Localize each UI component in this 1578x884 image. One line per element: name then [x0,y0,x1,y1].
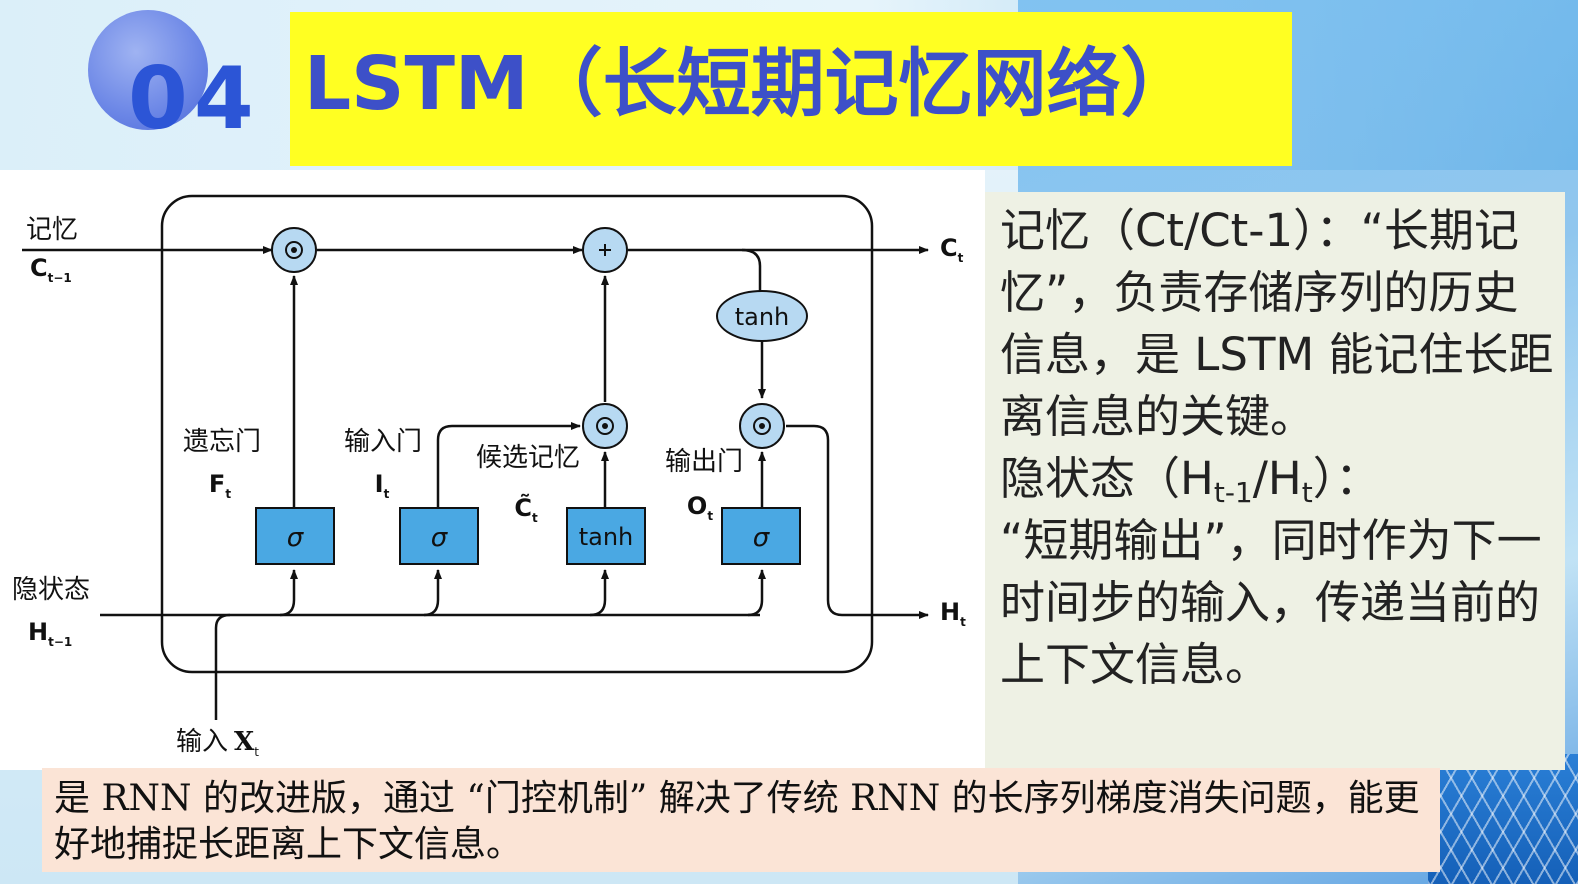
svg-text:Ft: Ft [209,470,231,501]
svg-text:tanh: tanh [735,303,790,331]
svg-text:σ: σ [287,523,305,553]
tanh-node: tanh [716,290,808,342]
candidate-memory-box: tanh [566,507,646,565]
diagram-panel [0,170,985,770]
summary-text: 是 RNN 的改进版，通过 “门控机制” 解决了传统 RNN 的长序列梯度消失问… [54,778,1420,865]
candidate-memory-label: 候选记忆 [476,443,580,473]
svg-text:Ot: Ot [687,492,713,523]
explanation-text: 记忆（Ct/Ct-1）：“长期记忆”，负责存储序列的历史信息，是 LSTM 能记… [1000,200,1560,696]
svg-text:C̃t: C̃t [514,494,538,525]
forget-multiply-node [271,227,317,273]
hexagon-pattern-decoration [1428,754,1578,884]
input-gate-label: 输入门 [344,427,422,457]
svg-text:tanh: tanh [579,523,634,551]
svg-text:σ: σ [753,523,771,553]
input-line [214,613,231,720]
lstm-diagram: tanh σ σ tanh σ 遗忘门 Ft 输入门 It 候选记忆 C̃t 输… [12,194,966,759]
title-banner [290,12,1292,166]
add-node [582,227,628,273]
summary-box [42,768,1440,872]
hidden-explanation-heading: 隐状态（Ht-1/Ht）： [1000,452,1381,509]
output-multiply-node [739,403,785,449]
memory-explanation: 记忆（Ct/Ct-1）：“长期记忆”，负责存储序列的历史信息，是 LSTM 能记… [1000,204,1554,443]
svg-text:Ht−1: Ht−1 [28,618,72,649]
forget-gate-box: σ [255,507,335,565]
section-number: 04 [128,49,260,149]
hidden-explanation: “短期输出”，同时作为下一时间步的输入，传递当前的上下文信息。 [1000,514,1542,691]
memory-input-label: 记忆 [26,215,78,245]
svg-text:σ: σ [431,523,449,553]
input-multiply-node [582,403,628,449]
svg-text:It: It [375,470,390,501]
explanation-panel [985,192,1565,770]
output-gate-box: σ [721,507,801,565]
hidden-output-label: Ht [940,598,966,629]
svg-text:Ct−1: Ct−1 [30,254,72,285]
section-number-circle [88,10,208,130]
forget-gate-label: 遗忘门 [183,427,261,457]
memory-output-label: Ct [940,234,964,265]
hidden-input-label: 隐状态 [12,575,90,605]
page-title: LSTM（长短期记忆网络） [304,41,1195,127]
cell-boundary [160,194,874,674]
output-gate-label: 输出门 [665,447,743,477]
input-gate-box: σ [399,507,479,565]
